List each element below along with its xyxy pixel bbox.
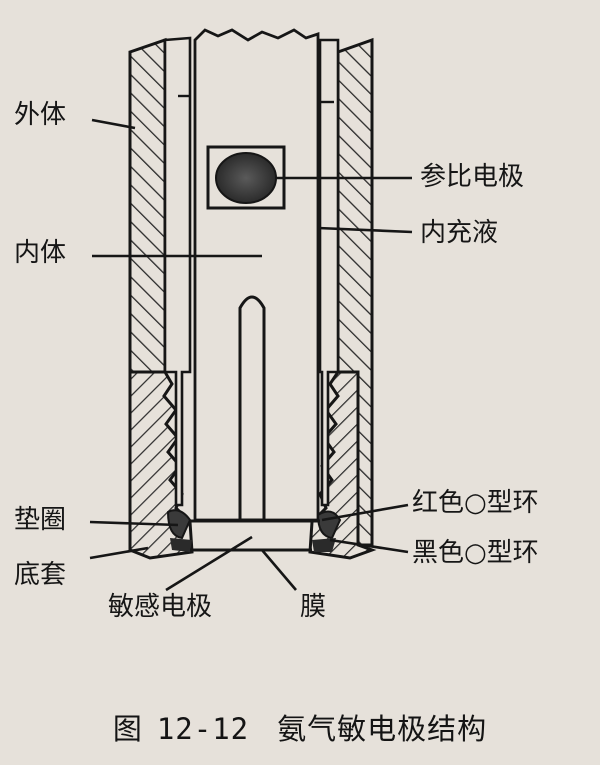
leader-gasket bbox=[89, 520, 179, 527]
sensing-electrode bbox=[238, 295, 266, 522]
leader-base-sleeve bbox=[89, 546, 149, 560]
leader-outer-body bbox=[91, 118, 136, 130]
membrane bbox=[190, 519, 320, 552]
label-black-o-ring: 黑色○型环 bbox=[412, 538, 539, 568]
leader-membrane bbox=[261, 549, 297, 591]
inner-body-right-wall bbox=[318, 38, 340, 507]
leader-red-o-ring bbox=[321, 503, 409, 522]
label-inner-filling-solution: 内充液 bbox=[420, 218, 499, 248]
caption-title: 氨气敏电极结构 bbox=[277, 712, 488, 746]
caption-number: 12-12 bbox=[156, 712, 250, 746]
label-outer-body: 外体 bbox=[14, 100, 67, 130]
label-gasket: 垫圈 bbox=[14, 505, 67, 535]
reference-electrode bbox=[206, 145, 286, 210]
label-base-sleeve: 底套 bbox=[14, 560, 67, 590]
label-inner-body: 内体 bbox=[14, 238, 67, 268]
label-membrane: 膜 bbox=[300, 592, 327, 622]
label-reference-electrode: 参比电极 bbox=[420, 162, 525, 192]
figure-caption: 图 12-12 氨气敏电极结构 bbox=[0, 706, 600, 748]
leader-inner-filling bbox=[317, 226, 413, 234]
label-red-o-ring: 红色○型环 bbox=[412, 488, 539, 518]
caption-prefix: 图 bbox=[112, 712, 143, 746]
leader-sensing-electrode bbox=[165, 535, 253, 592]
leader-lines bbox=[89, 118, 413, 592]
inner-body-left-wall bbox=[163, 36, 192, 507]
leader-black-o-ring bbox=[329, 538, 409, 554]
black-o-ring bbox=[170, 538, 336, 552]
label-sensing-electrode: 敏感电极 bbox=[108, 592, 213, 622]
